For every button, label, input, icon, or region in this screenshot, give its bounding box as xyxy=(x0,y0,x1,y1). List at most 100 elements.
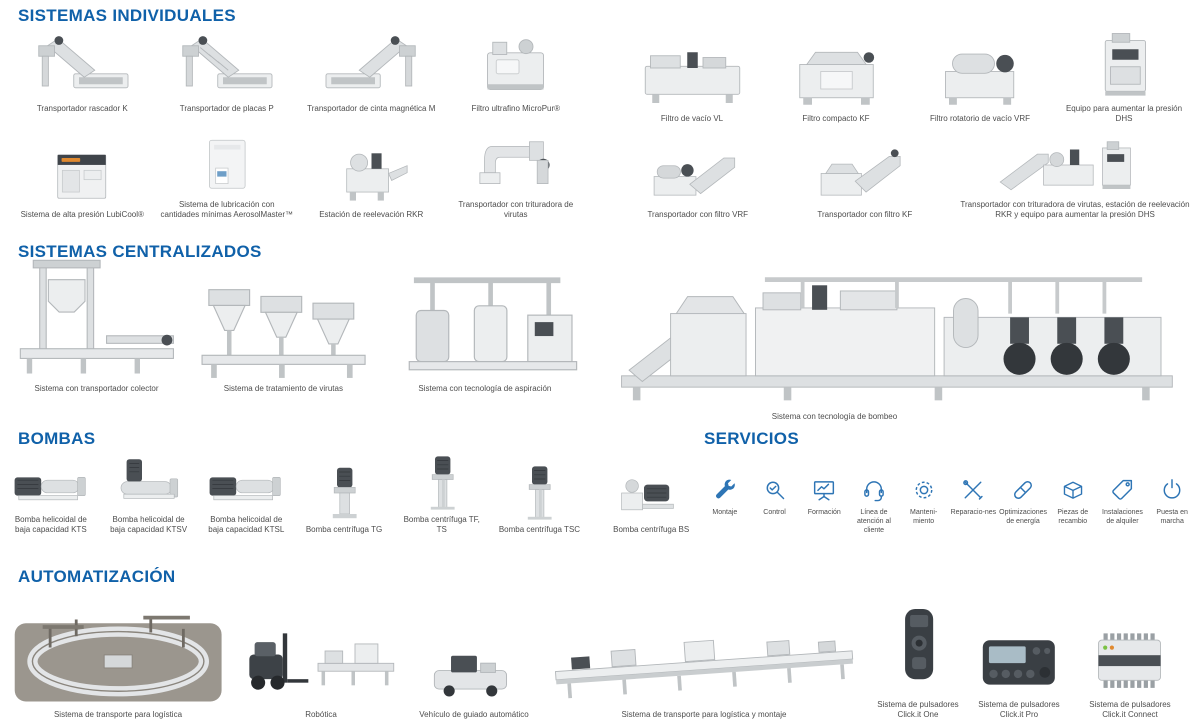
box-icon xyxy=(1060,477,1086,503)
product-item[interactable]: Transportador de cinta magnética M xyxy=(299,30,444,114)
product-item[interactable]: Sistema de pulsadores Click.it One xyxy=(870,588,966,721)
product-item[interactable]: Sistema de tratamiento de virutas xyxy=(187,256,380,394)
service-item[interactable]: Montaje xyxy=(700,477,750,517)
service-label: Optimizaciones de energía xyxy=(999,509,1047,526)
product-label: Sistema con tecnología de aspiración xyxy=(418,384,552,393)
product-item[interactable]: Bomba helicoidal de baja capacidad KTSV xyxy=(100,455,198,536)
chip-treatment-icon xyxy=(187,256,380,380)
service-item[interactable]: Línea de atención al cliente xyxy=(849,477,899,535)
service-item[interactable]: Manteni-miento xyxy=(899,477,949,526)
product-label: Transportador rascador K xyxy=(36,104,128,113)
centrifugal-pump-long-icon xyxy=(491,465,589,521)
product-label: Filtro compacto KF xyxy=(802,114,870,124)
product-item[interactable]: Bomba centrífuga BS xyxy=(602,465,700,535)
service-item[interactable]: Puesta en marcha xyxy=(1147,477,1197,526)
product-label: Robótica xyxy=(305,710,337,720)
product-label: Transportador de placas P xyxy=(179,104,274,113)
product-item[interactable]: Sistema de lubricación con cantidades mí… xyxy=(155,134,300,221)
product-item[interactable]: Filtro compacto KF xyxy=(764,40,908,124)
product-item[interactable]: Sistema con transportador colector xyxy=(6,256,187,394)
product-label: Bomba centrífuga TSC xyxy=(498,525,581,535)
product-item[interactable]: Transportador con filtro VRF xyxy=(620,144,776,220)
product-item[interactable]: Sistema de transporte para logística y m… xyxy=(538,598,870,720)
aspiration-icon xyxy=(380,256,590,380)
product-item[interactable]: Transportador rascador K xyxy=(10,30,155,114)
lubicool-icon xyxy=(10,144,155,206)
product-item[interactable]: Sistema de pulsadores Click.it Connect xyxy=(1072,588,1188,721)
product-item[interactable]: Sistema con tecnología de aspiración xyxy=(380,256,590,394)
product-label: Filtro ultrafino MicroPur® xyxy=(471,104,561,113)
service-item[interactable]: Instalaciones de alquiler xyxy=(1098,477,1148,526)
clickit-one-icon xyxy=(870,588,966,696)
plate-conveyor-icon xyxy=(155,30,300,100)
product-label: Sistema de lubricación con cantidades mí… xyxy=(160,200,294,220)
product-label: Sistema con tecnología de bombeo xyxy=(771,412,898,421)
product-label: Sistema de alta presión LubiCool® xyxy=(20,210,144,220)
product-item[interactable]: Bomba helicoidal de baja capacidad KTSL xyxy=(197,455,295,536)
service-item[interactable]: Optimizaciones de energía xyxy=(998,477,1048,526)
product-item[interactable]: Sistema de transporte para logística xyxy=(4,598,232,720)
service-label: Instalaciones de alquiler xyxy=(1102,509,1143,526)
section-title-sistemas-centralizados: SISTEMAS CENTRALIZADOS xyxy=(18,242,262,261)
product-item[interactable]: Vehículo de guiado automático xyxy=(410,598,538,720)
product-label: Filtro rotatorio de vacío VRF xyxy=(929,114,1031,124)
section-title-sistemas-individuales: SISTEMAS INDIVIDUALES xyxy=(18,6,236,25)
magnetic-conveyor-icon xyxy=(299,30,444,100)
product-item[interactable]: Transportador con filtro KF xyxy=(776,144,955,220)
capsule-icon xyxy=(1010,477,1036,503)
service-item[interactable]: Piezas de recambio xyxy=(1048,477,1098,526)
pump-plant-icon xyxy=(596,250,1198,408)
service-item[interactable]: Reparacio-nes xyxy=(949,477,999,517)
product-item[interactable]: Bomba centrífuga TF, TS xyxy=(393,455,491,536)
product-label: Bomba centrífuga TF, TS xyxy=(403,515,480,535)
service-item[interactable]: Formación xyxy=(799,477,849,517)
product-label: Transportador con filtro VRF xyxy=(647,210,749,220)
centrifugal-pump-long-icon xyxy=(393,455,491,511)
product-item[interactable]: Bomba helicoidal de baja capacidad KTS xyxy=(2,455,100,536)
product-item[interactable]: Transportador de placas P xyxy=(155,30,300,114)
service-label: Línea de atención al cliente xyxy=(857,509,891,535)
product-item[interactable]: Sistema de alta presión LubiCool® xyxy=(10,144,155,220)
shredder-conveyor-icon xyxy=(444,134,589,196)
service-label: Reparacio-nes xyxy=(950,509,997,516)
product-label: Filtro de vacío VL xyxy=(660,114,724,124)
logistics-track-icon xyxy=(4,598,232,706)
product-label: Transportador con filtro KF xyxy=(817,210,913,220)
clickit-connect-icon xyxy=(1072,588,1188,696)
section-title-servicios: SERVICIOS xyxy=(704,429,799,448)
product-item[interactable]: Filtro rotatorio de vacío VRF xyxy=(908,40,1052,124)
product-item[interactable]: Filtro ultrafino MicroPur® xyxy=(444,30,589,114)
conveyor-vrf-icon xyxy=(620,144,776,206)
product-item[interactable]: Sistema de pulsadores Click.it Pro xyxy=(966,588,1072,721)
individuales-row2-left: Sistema de alta presión LubiCool® Sistema… xyxy=(10,134,588,221)
service-label: Formación xyxy=(807,509,841,516)
product-item[interactable]: Sistema con tecnología de bombeo xyxy=(596,250,1198,422)
clickit-pro-icon xyxy=(966,588,1072,696)
vacuum-filter-icon xyxy=(620,40,764,110)
service-label: Manteni-miento xyxy=(910,509,938,526)
magnifier-icon xyxy=(762,477,788,503)
gear-icon xyxy=(911,477,937,503)
assembly-line-icon xyxy=(538,598,870,706)
product-label: Bomba helicoidal de baja capacidad KTS xyxy=(14,515,87,535)
product-label: Sistema de tratamiento de virutas xyxy=(223,384,343,393)
robotics-icon xyxy=(232,598,410,706)
product-label: Transportador con trituradora de virutas… xyxy=(960,200,1190,220)
micropur-filter-icon xyxy=(444,30,589,100)
product-label: Vehículo de guiado automático xyxy=(419,710,529,720)
product-item[interactable]: Bomba centrífuga TG xyxy=(295,465,393,535)
product-item[interactable]: Bomba centrífuga TSC xyxy=(491,465,589,535)
product-item[interactable]: Equipo para aumentar la presión DHS xyxy=(1052,30,1196,125)
service-item[interactable]: Control xyxy=(750,477,800,517)
product-label: Sistema de pulsadores Click.it Connect xyxy=(1089,700,1171,720)
product-item[interactable]: Transportador con trituradora de virutas… xyxy=(954,134,1196,221)
product-item[interactable]: Filtro de vacío VL xyxy=(620,40,764,124)
product-item[interactable]: Transportador con trituradora de virutas xyxy=(444,134,589,221)
product-item[interactable]: Robótica xyxy=(232,598,410,720)
product-label: Equipo para aumentar la presión DHS xyxy=(1065,104,1183,124)
rotary-filter-icon xyxy=(908,40,1052,110)
product-item[interactable]: Estación de reelevación RKR xyxy=(299,144,444,220)
